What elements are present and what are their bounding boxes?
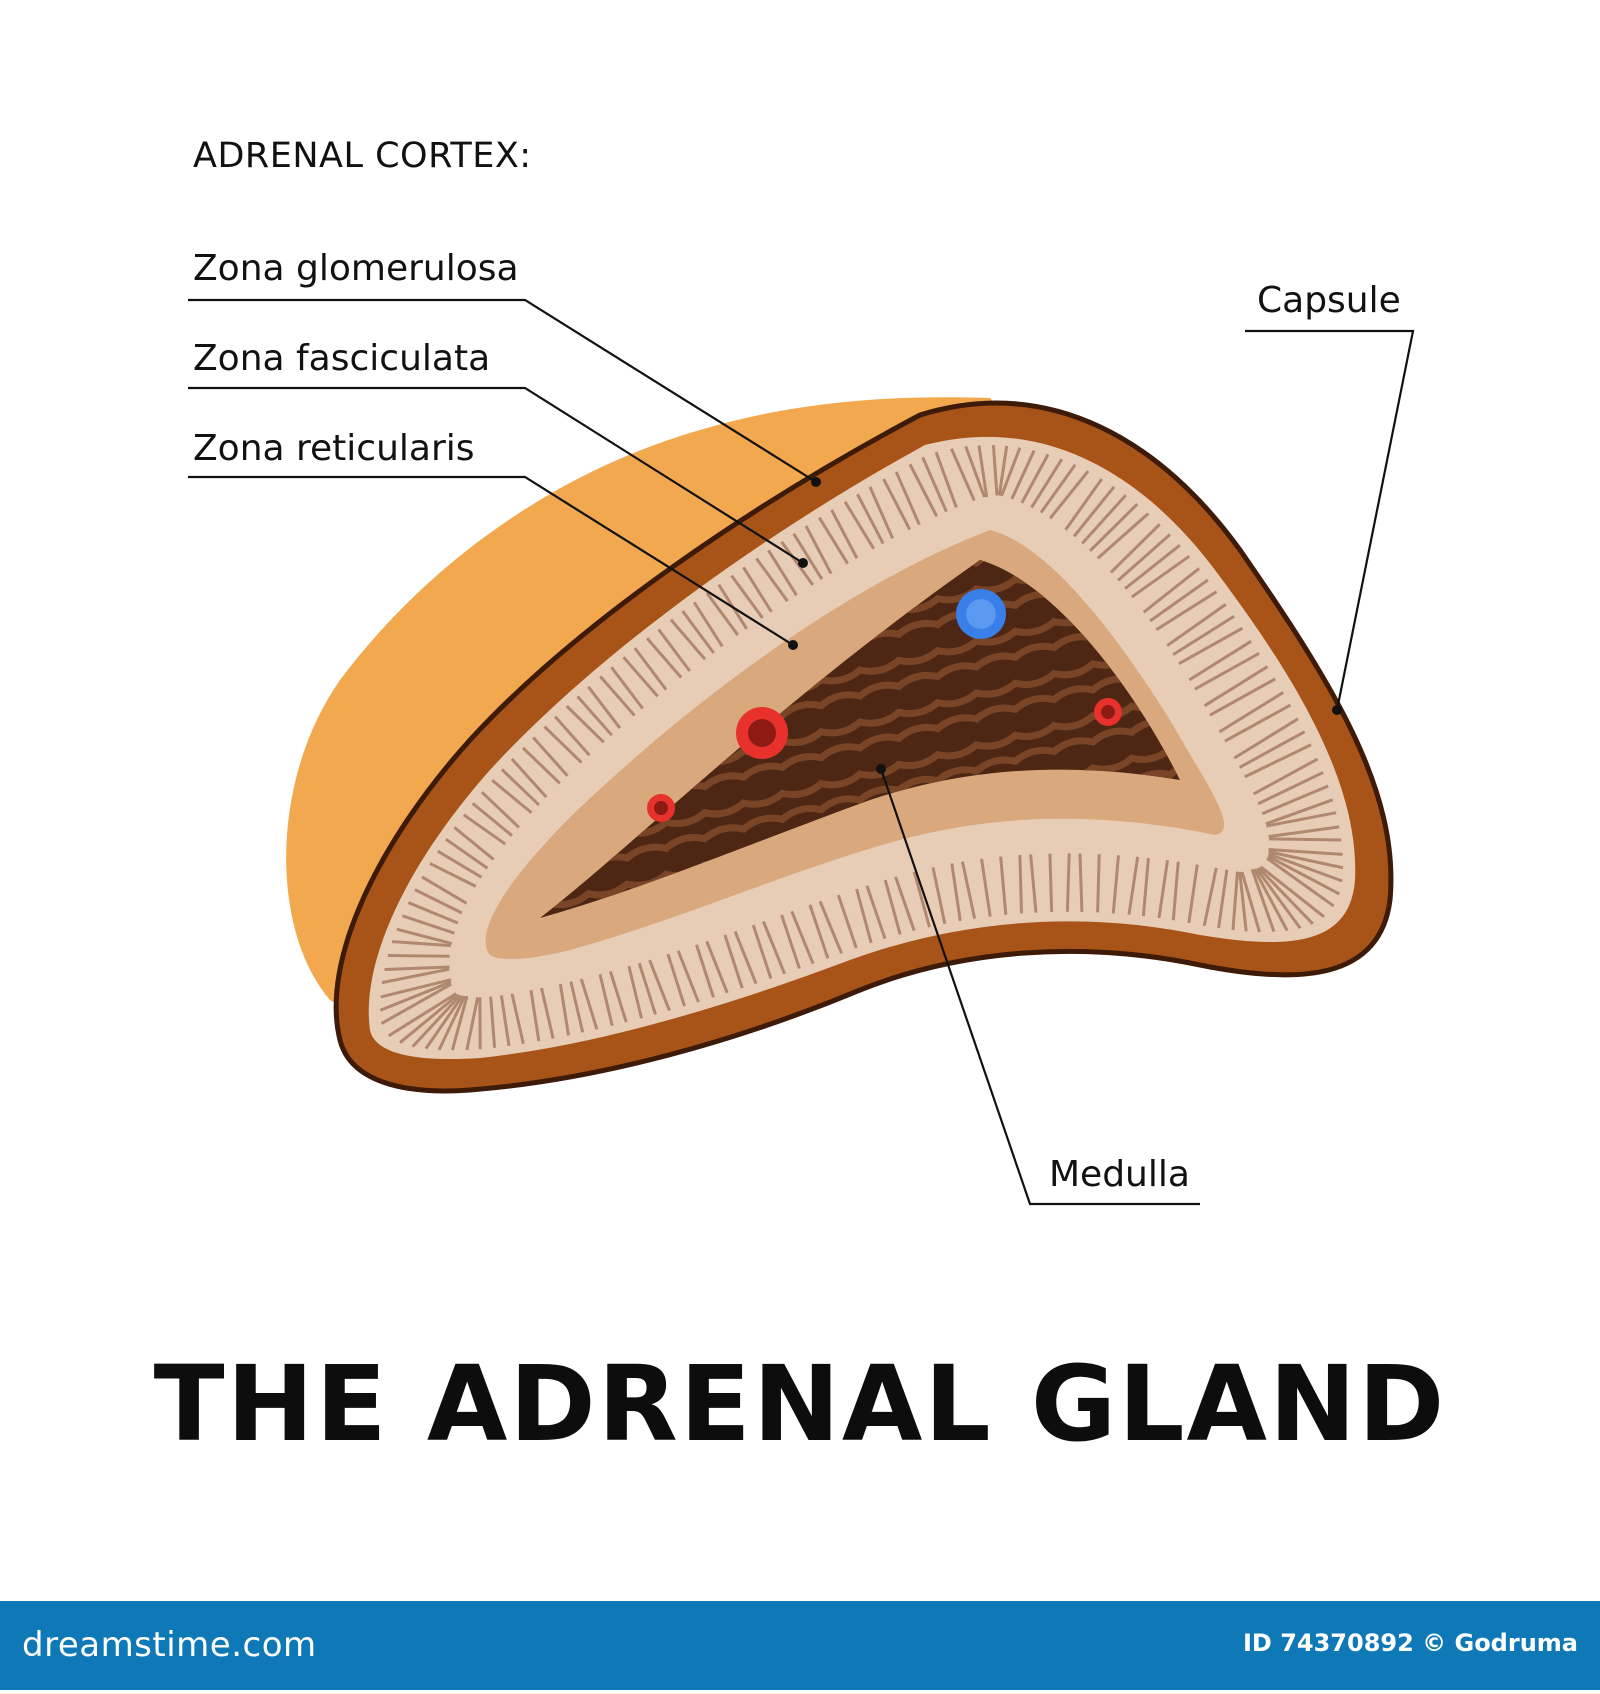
- pointer-dot-glomerulosa: [811, 477, 821, 487]
- section-title: ADRENAL CORTEX:: [193, 139, 532, 174]
- label-capsule: Capsule: [1257, 283, 1401, 319]
- label-zona-fasciculata: Zona fasciculata: [193, 341, 490, 377]
- cortex-stripe: [1269, 839, 1341, 840]
- red-vessel-right: [1094, 698, 1122, 726]
- cortex-stripe: [1067, 853, 1069, 911]
- cortex-stripe: [1020, 855, 1022, 913]
- label-medulla: Medulla: [1049, 1157, 1190, 1193]
- footer-brand[interactable]: dreamstime.com: [22, 1625, 317, 1665]
- pointer-dot-reticularis: [788, 640, 798, 650]
- red-vessel-large: [736, 707, 788, 759]
- footer-image-id: ID 74370892 © Godruma: [1243, 1629, 1578, 1657]
- pointer-dot-capsule: [1332, 705, 1342, 715]
- label-zona-glomerulosa: Zona glomerulosa: [193, 251, 519, 287]
- pointer-dot-medulla: [876, 764, 886, 774]
- cortex-stripe: [388, 955, 450, 956]
- cortex-stripe: [1080, 854, 1082, 912]
- pointer-dot-fasciculata: [798, 558, 808, 568]
- page-title: THE ADRENAL GLAND: [0, 1352, 1600, 1456]
- blue-vessel: [956, 589, 1006, 639]
- cortex-stripe: [1098, 854, 1100, 912]
- cortex-stripe: [1050, 854, 1052, 912]
- footer-bar: dreamstime.com ID 74370892 © Godruma: [0, 1601, 1600, 1690]
- red-vessel-small: [647, 794, 675, 822]
- label-zona-reticularis: Zona reticularis: [193, 431, 475, 467]
